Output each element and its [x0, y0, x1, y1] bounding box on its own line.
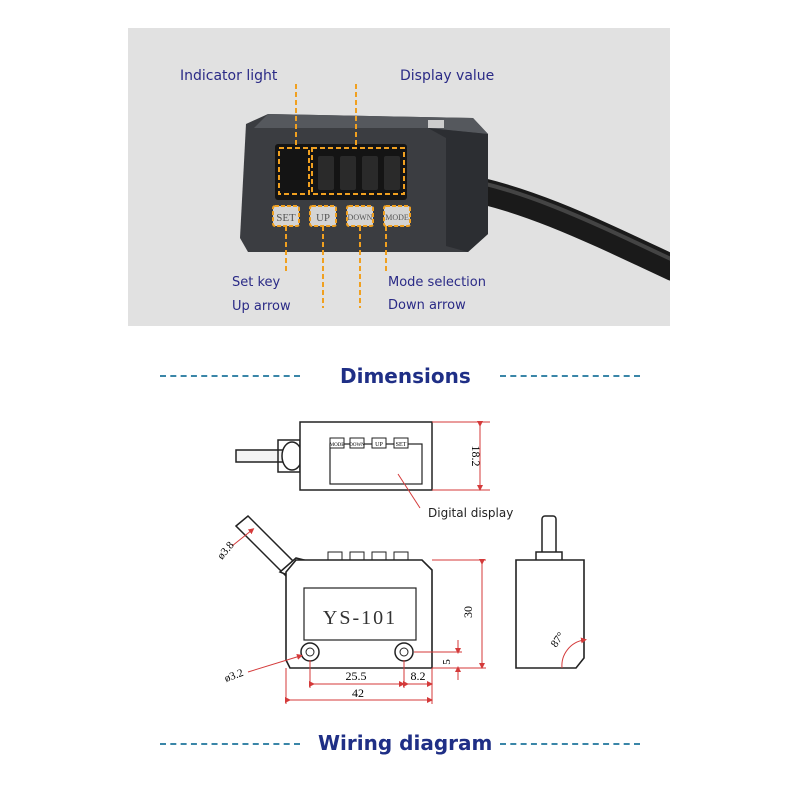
key-down: DOWN [346, 205, 374, 227]
sensor-side-face [428, 128, 488, 252]
sensor-top-notch [428, 120, 444, 128]
key-set-label: SET [276, 212, 296, 224]
top-key-down-label: DOWN [349, 443, 365, 448]
sensor-top-face [254, 114, 488, 134]
top-view-keys: MODE DOWN UP SET [329, 437, 409, 449]
digital-display-leader [397, 473, 421, 509]
dim-line-cable-dia [231, 528, 255, 547]
top-key-mode-label: MODE [330, 443, 345, 448]
front-view-body [285, 559, 433, 669]
display-outline [311, 147, 405, 195]
key-set: SET [272, 205, 300, 227]
dim-line-hole-dia [247, 654, 303, 673]
side-view-cable [541, 515, 557, 557]
sensor-photo-illustration: SET UP DOWN MODE [240, 84, 686, 308]
front-view-display-frame [303, 587, 417, 641]
angle-arc [561, 637, 587, 669]
dim-label-18-2: 18.2 [469, 446, 483, 467]
dim-label-hole-dia: ø3.2 [223, 667, 245, 685]
product-photo-panel: SET UP DOWN MODE Indicator light Display… [128, 28, 686, 326]
callout-indicator-light: Indicator light [180, 68, 278, 84]
model-label: YS-101 [323, 607, 397, 629]
dim-label-5: 5 [441, 659, 453, 665]
cable-shape [445, 173, 686, 281]
callout-set-key: Set key [232, 275, 281, 290]
dim-label-8-2: 8.2 [411, 669, 426, 683]
digital-display-label: Digital display [428, 506, 514, 520]
section-rule-right [500, 375, 640, 377]
side-view: 87° [515, 515, 587, 669]
front-view: YS-101 ø3.8 ø3.2 25.5 8.2 42 30 [215, 514, 486, 704]
dim-label-cable-dia: ø3.8 [215, 539, 237, 562]
key-down-label: DOWN [348, 213, 373, 222]
key-up: UP [309, 205, 337, 227]
front-view-key-tabs [327, 551, 409, 561]
key-mode-label: MODE [385, 213, 409, 222]
indicator-outline [278, 147, 310, 195]
callout-display-value: Display value [400, 68, 495, 84]
wiring-rule-left [160, 743, 300, 745]
dimension-drawing: MODE DOWN UP SET 18.2 YS-101 ø3.8 [215, 421, 587, 704]
dim-label-30: 30 [461, 606, 475, 618]
dim-label-42: 42 [352, 686, 364, 700]
callout-up-arrow: Up arrow [232, 299, 291, 314]
top-view-grommet [281, 441, 303, 471]
top-key-up-label: UP [375, 442, 383, 448]
display-segments [318, 156, 400, 190]
side-view-body [515, 559, 585, 669]
callout-down-arrow: Down arrow [388, 298, 466, 313]
wiring-rule-right [500, 743, 640, 745]
leader-lines [285, 84, 387, 308]
top-view-body [299, 421, 433, 491]
key-up-label: UP [316, 212, 330, 224]
key-mode: MODE [383, 205, 411, 227]
mount-hole-right [394, 642, 414, 662]
wiring-heading: Wiring diagram [318, 731, 493, 755]
top-view: MODE DOWN UP SET 18.2 [235, 421, 490, 509]
mount-hole-left [300, 642, 320, 662]
section-rule-left [160, 375, 300, 377]
top-view-cable [235, 449, 289, 463]
dimensions-heading: Dimensions [340, 364, 471, 388]
top-key-set-label: SET [396, 442, 407, 448]
dim-label-25-5: 25.5 [346, 669, 367, 683]
callout-mode-selection: Mode selection [388, 275, 486, 290]
